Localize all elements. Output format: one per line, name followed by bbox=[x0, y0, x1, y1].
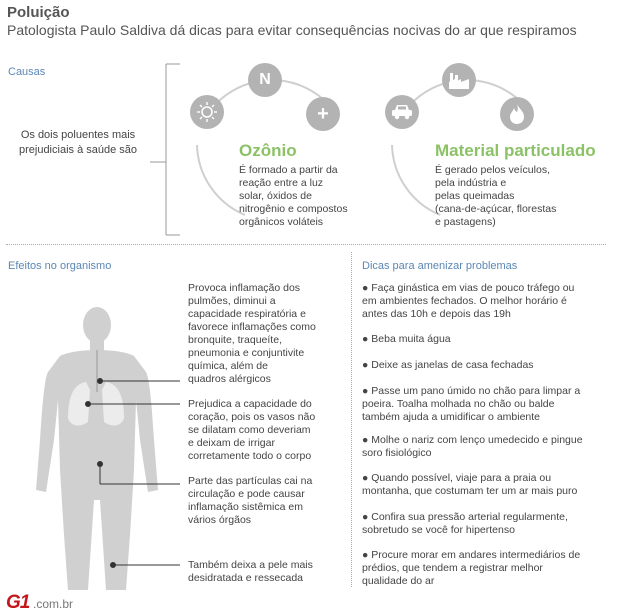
tip-item: ● Confira sua pressão arterial regularme… bbox=[362, 511, 568, 536]
tip-item: ● Faça ginástica em vias de pouco tráfeg… bbox=[362, 282, 575, 320]
ozone-description: É formado a partir da reação entre a luz… bbox=[239, 164, 348, 228]
section-divider bbox=[6, 244, 606, 245]
car-icon bbox=[385, 95, 419, 129]
causes-intro: Os dois poluentes mais prejudiciais à sa… bbox=[18, 129, 138, 156]
tip-item: ● Molhe o nariz com lenço umedecido e pi… bbox=[362, 434, 583, 459]
tip-item: ● Procure morar em andares intermediário… bbox=[362, 549, 581, 587]
tip-item: ● Beba muita água bbox=[362, 333, 451, 345]
effect-leader-lines bbox=[85, 378, 180, 568]
sun-icon bbox=[190, 95, 224, 129]
g1-logo-suffix: .com.br bbox=[33, 597, 74, 611]
plus-icon: + bbox=[306, 97, 340, 131]
human-body-figure bbox=[36, 307, 158, 590]
effect-heart: Prejudica a capacidade do coração, pois … bbox=[188, 398, 316, 462]
column-divider bbox=[351, 252, 352, 587]
tip-item: ● Passe um pano úmido no chão para limpa… bbox=[362, 385, 581, 423]
effect-lungs: Provoca inflamação dos pulmões, diminui … bbox=[188, 282, 316, 385]
page-title: Poluição bbox=[7, 4, 70, 21]
ozone-title: Ozônio bbox=[239, 141, 297, 160]
causes-bracket bbox=[150, 63, 180, 236]
fire-icon bbox=[500, 97, 534, 131]
effect-skin: Também deixa a pele mais desidratada e r… bbox=[188, 559, 313, 584]
effect-circulation: Parte das partículas cai na circulação e… bbox=[188, 475, 313, 526]
particulate-title: Material particulado bbox=[435, 141, 596, 160]
g1-logo[interactable]: G1 bbox=[6, 592, 30, 613]
effects-label: Efeitos no organismo bbox=[8, 260, 112, 272]
tip-item: ● Deixe as janelas de casa fechadas bbox=[362, 359, 534, 371]
factory-icon bbox=[442, 63, 476, 97]
nitrogen-icon: N bbox=[248, 63, 282, 97]
tips-label: Dicas para amenizar problemas bbox=[362, 260, 518, 272]
tip-item: ● Quando possível, viaje para a praia ou… bbox=[362, 472, 578, 497]
causes-label: Causas bbox=[8, 66, 46, 78]
particulate-description: É gerado pelos veículos, pela indústria … bbox=[435, 164, 557, 228]
page-subtitle: Patologista Paulo Saldiva dá dicas para … bbox=[7, 22, 577, 38]
